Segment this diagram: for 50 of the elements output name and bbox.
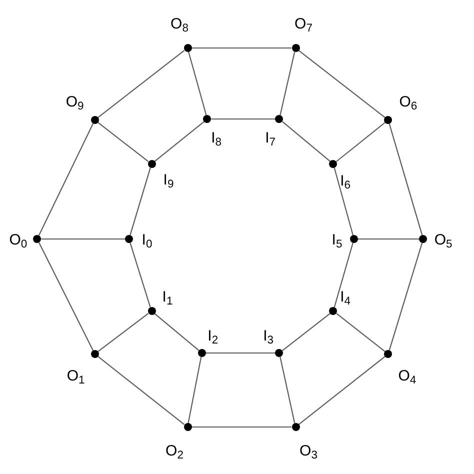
edge-line: [98, 122, 149, 162]
vertex-label: O$_{1}$: [66, 368, 85, 384]
vertex-label: O$_{0}$: [9, 232, 28, 248]
edge-line: [334, 168, 354, 236]
edge-line: [388, 242, 423, 350]
edge-line: [298, 356, 386, 425]
edge-line: [188, 356, 202, 424]
edge-line: [38, 123, 94, 236]
vertex-label: O$_{5}$: [434, 232, 452, 248]
edge-line: [154, 313, 200, 351]
edge-line: [388, 124, 423, 236]
edge-line: [130, 242, 151, 308]
vertex-label: O$_{8}$: [170, 16, 188, 32]
vertex-label: I$_{8}$: [211, 130, 222, 146]
edge-line: [188, 52, 207, 116]
vertex-label: I$_{7}$: [265, 130, 276, 146]
vertex-label: O$_{6}$: [399, 94, 418, 110]
vertex-label: O$_{4}$: [398, 368, 416, 384]
vertex-label: I$_{2}$: [208, 328, 218, 344]
edge-line: [211, 118, 276, 120]
vertex-label: I$_{1}$: [162, 290, 173, 304]
edge-line: [192, 426, 292, 428]
vertex-label: I$_{6}$: [340, 174, 351, 188]
edge-line: [130, 168, 151, 236]
vertex-label: I$_{9}$: [163, 172, 174, 188]
vertex-label: I$_{0}$: [142, 232, 152, 248]
edge-line: [298, 50, 386, 118]
edge-line: [154, 121, 205, 162]
edge-line: [336, 122, 386, 162]
vertex-label: I$_{3}$: [263, 328, 274, 344]
edge-line: [206, 352, 276, 354]
edge-line: [280, 356, 296, 424]
edge-line: [98, 50, 185, 118]
edge-line: [41, 238, 125, 240]
edge-line: [192, 47, 292, 49]
vertex-label: O$_{3}$: [300, 444, 318, 458]
vertex-label: I$_{4}$: [340, 290, 351, 304]
edge-line: [98, 356, 185, 425]
edge-line: [38, 242, 94, 351]
vertex-label: O$_{7}$: [294, 16, 312, 32]
vertex-label: O$_{9}$: [66, 94, 84, 110]
vertex-label: O$_{2}$: [166, 444, 184, 458]
edge-line: [334, 242, 354, 308]
vertex-label: I$_{5}$: [332, 232, 342, 248]
edge-line: [98, 312, 149, 352]
edge-line: [336, 313, 386, 352]
edge-line: [358, 238, 420, 240]
edge-line: [282, 121, 331, 162]
edge-line: [280, 52, 296, 116]
edge-line: [282, 313, 330, 351]
